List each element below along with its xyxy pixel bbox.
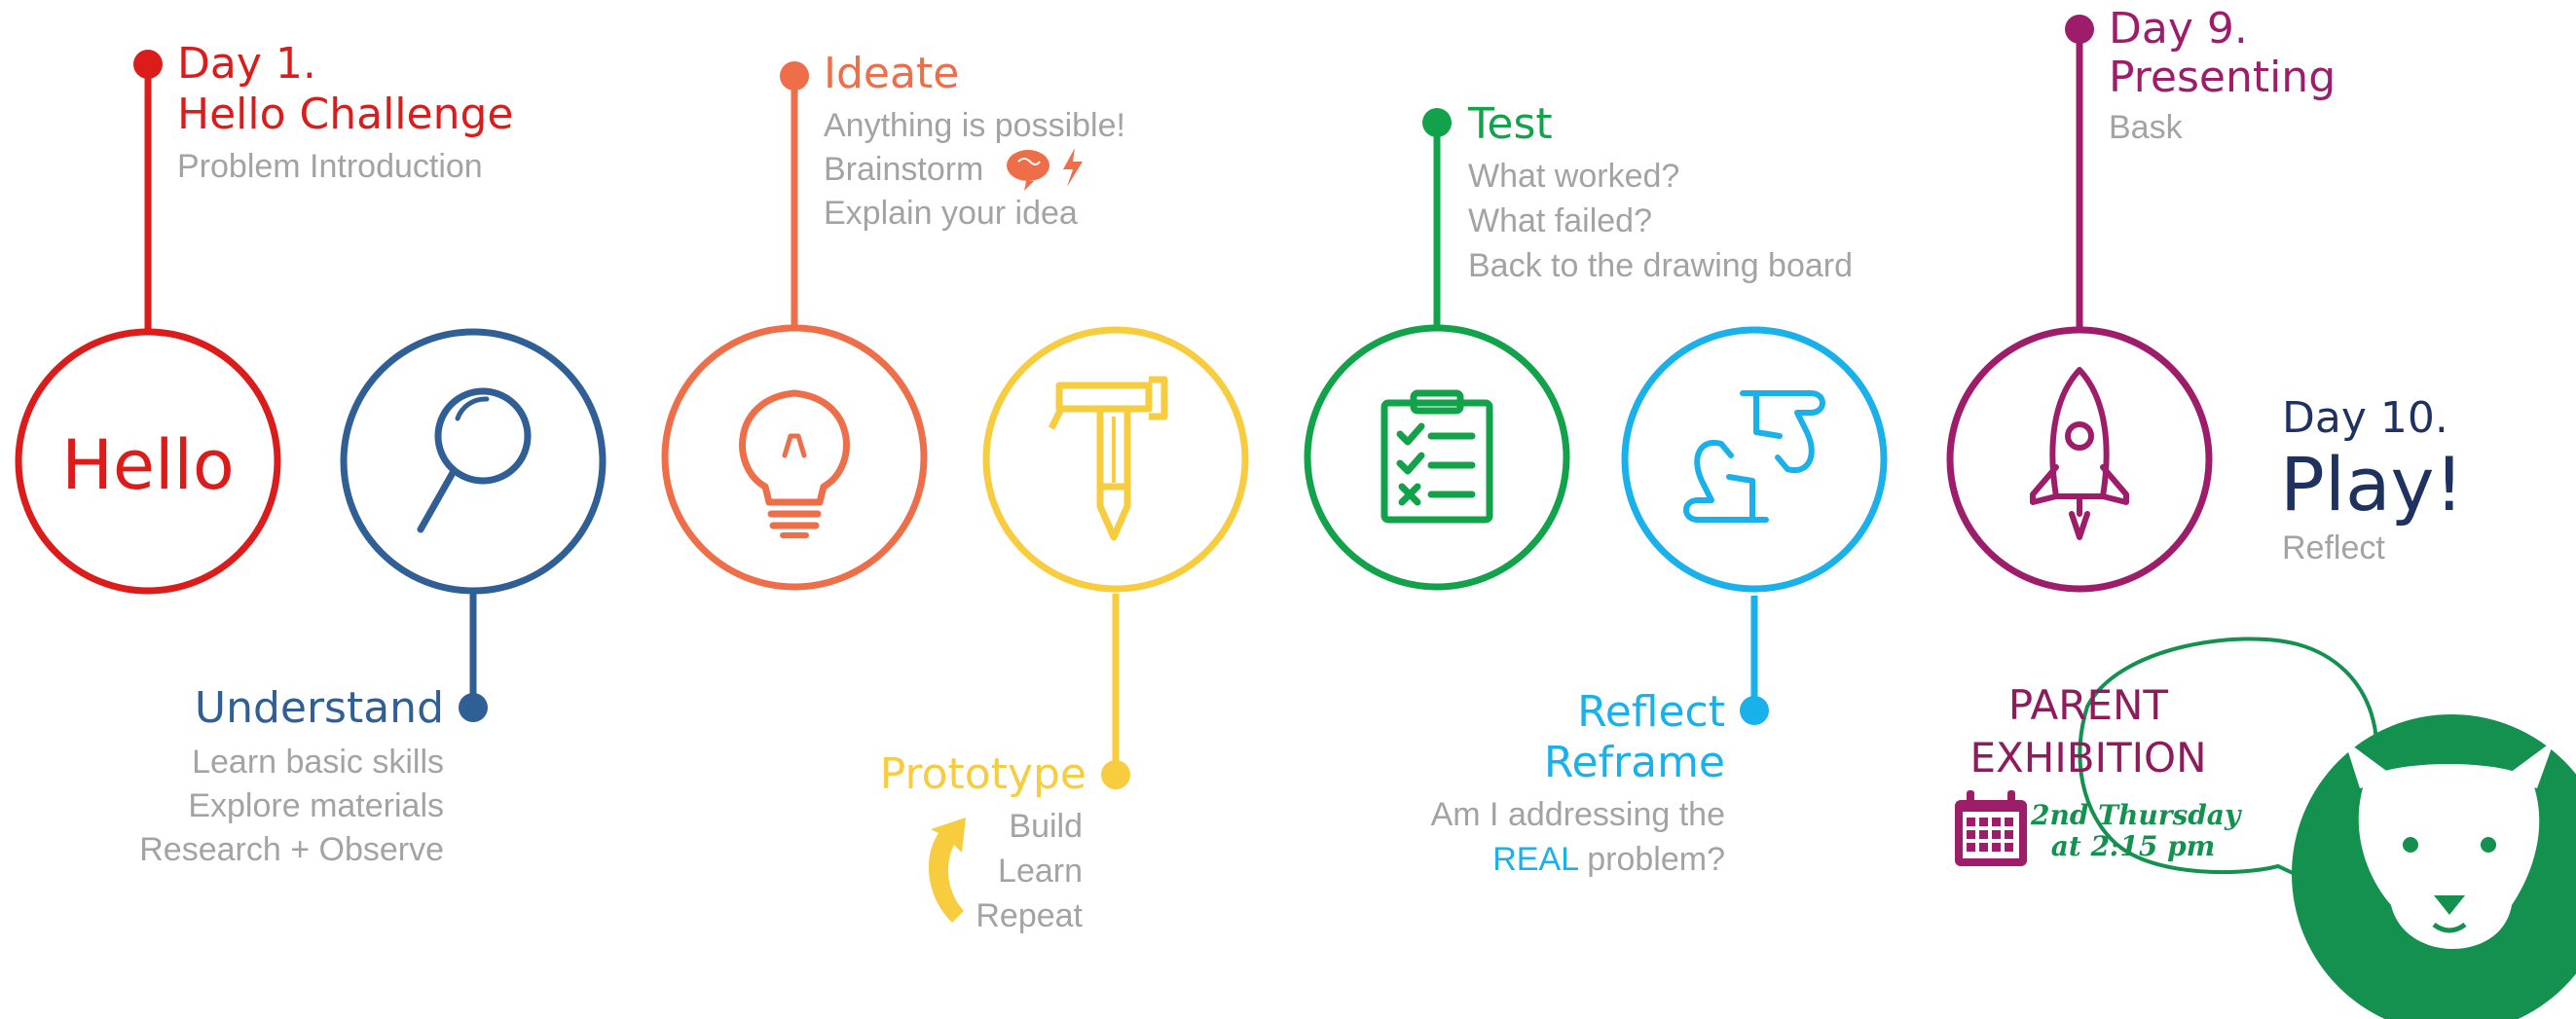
- hello-title: Hello Challenge: [177, 90, 514, 139]
- prototype-title: Prototype: [879, 749, 1086, 799]
- rocket-icon: [2030, 367, 2129, 540]
- exhibition-title-1: PARENT: [2007, 681, 2169, 729]
- hello-circle: [15, 328, 281, 595]
- prototype-line-1: Build: [1009, 808, 1083, 845]
- connector-dots: [133, 15, 2094, 789]
- reflect-dot: [1740, 696, 1769, 725]
- ideate-line-2: Brainstorm: [824, 151, 984, 188]
- presenting-line-1: Bask: [2109, 109, 2183, 146]
- prototype-dot: [1101, 760, 1130, 789]
- reflect-circle: [1621, 326, 1888, 593]
- hello-dot: [133, 50, 163, 79]
- presenting-dot: [2065, 15, 2094, 44]
- framing-hands-icon: [1683, 390, 1825, 523]
- reflect-line-2-rest: problem?: [1577, 841, 1725, 878]
- ideate-line-1: Anything is possible!: [824, 107, 1125, 144]
- exhibition-title-2: EXHIBITION: [1969, 734, 2207, 782]
- test-dot: [1422, 108, 1452, 137]
- understand-circle: [340, 328, 607, 595]
- hello-circle-label: Hello: [61, 425, 235, 505]
- understand-line-3: Research + Observe: [139, 831, 444, 868]
- ideate-line-3: Explain your idea: [824, 195, 1078, 232]
- reflect-line-1: Am I addressing the: [1430, 796, 1725, 833]
- hello-line-1: Problem Introduction: [177, 148, 483, 185]
- lightning-icon: [1063, 148, 1083, 187]
- reflect-real-highlight: REAL: [1492, 841, 1578, 878]
- reflect-title: Reflect: [1577, 687, 1725, 737]
- test-title: Test: [1468, 99, 1553, 149]
- stage-circles: [15, 324, 2213, 595]
- reflect-line-2: REAL problem?: [1324, 837, 1725, 882]
- presenting-day: Day 9.: [2109, 4, 2248, 54]
- checklist-icon: [1380, 389, 1493, 524]
- test-circle: [1304, 324, 1570, 591]
- understand-line-1: Learn basic skills: [192, 744, 444, 781]
- presenting-title: Presenting: [2109, 53, 2337, 102]
- presenting-circle: [1946, 326, 2213, 593]
- understand-line-2: Explore materials: [188, 787, 444, 824]
- understand-dot: [459, 693, 488, 722]
- ideate-circle: [661, 324, 928, 591]
- play-line-1: Reflect: [2282, 529, 2385, 566]
- prototype-line-3: Repeat: [975, 897, 1083, 934]
- calendar-icon: [1955, 790, 2027, 866]
- lightbulb-icon: [739, 389, 850, 538]
- connectors: [144, 29, 2083, 775]
- brain-icon: [1007, 150, 1049, 191]
- ideate-title: Ideate: [824, 49, 960, 98]
- hammer-pencil-icon: [1048, 376, 1168, 541]
- prototype-line-2: Learn: [998, 853, 1083, 890]
- test-line-1: What worked?: [1468, 158, 1680, 195]
- play-day: Day 10.: [2282, 393, 2448, 443]
- repeat-arrow-icon: [928, 818, 966, 923]
- play-title: Play!: [2280, 441, 2464, 528]
- test-line-2: What failed?: [1468, 202, 1652, 239]
- exhibition-date-1: 2nd Thursday: [2031, 799, 2241, 831]
- reframe-title: Reframe: [1543, 738, 1725, 787]
- test-line-3: Back to the drawing board: [1468, 247, 1854, 284]
- exhibition-date-2: at 2:15 pm: [2050, 830, 2216, 862]
- magnifier-icon: [417, 387, 532, 533]
- ideate-dot: [780, 61, 809, 91]
- understand-title: Understand: [194, 683, 444, 733]
- dog-mascot-icon: [2292, 714, 2576, 1019]
- hello-day: Day 1.: [177, 39, 316, 89]
